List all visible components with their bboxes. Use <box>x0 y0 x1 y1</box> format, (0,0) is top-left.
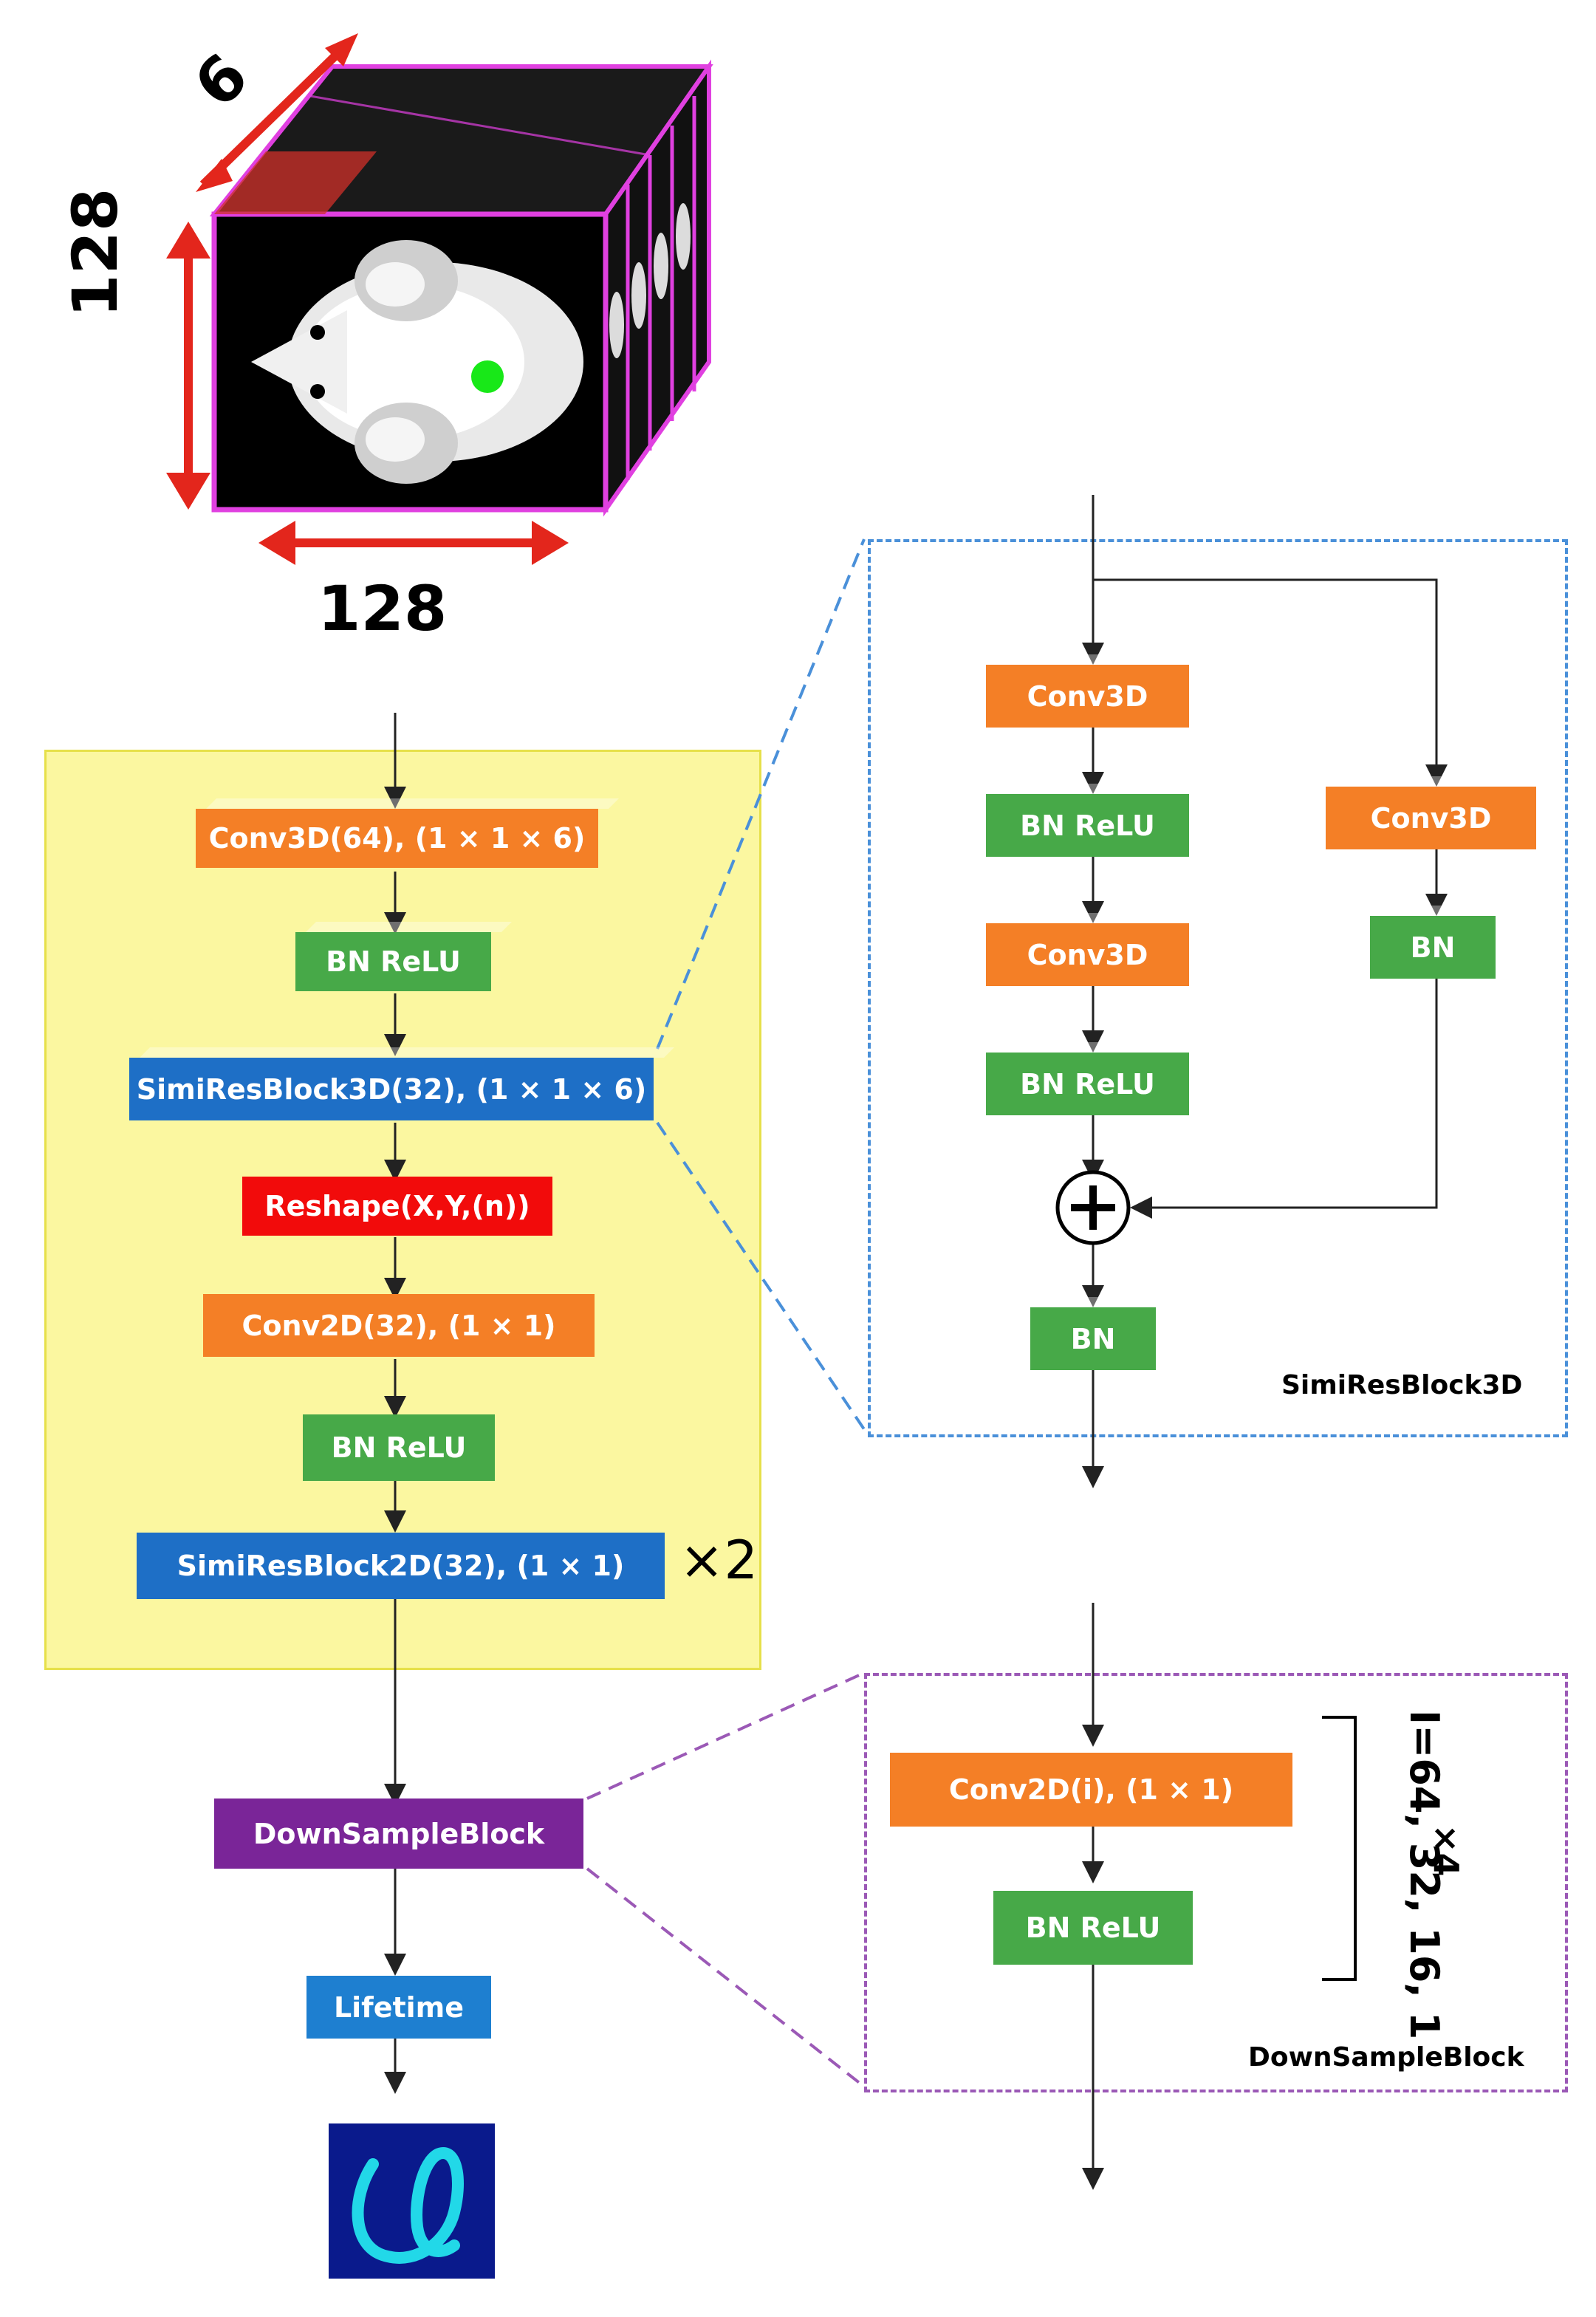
simiresblock3d-title: SimiResBlock3D <box>1281 1370 1523 1400</box>
detail3d-bn-relu-2: BN ReLU <box>986 1053 1189 1115</box>
bn-relu-block-1: BN ReLU <box>295 932 491 991</box>
conv3d-64-block: Conv3D(64), (1 × 1 × 6) <box>196 809 598 868</box>
downsample-i-values-label: I=64, 32, 16, 1 <box>1401 1710 1448 2040</box>
width-label: 128 <box>318 572 448 645</box>
bn-relu-block-2: BN ReLU <box>303 1414 495 1481</box>
downsample-bn-relu-block: BN ReLU <box>993 1891 1193 1965</box>
repeat-x2-label: ×2 <box>679 1529 758 1591</box>
simiresblock3d-detail-panel <box>868 539 1568 1437</box>
reshape-block: Reshape(X,Y,(n)) <box>242 1177 552 1236</box>
downsample-conv2d-block: Conv2D(i), (1 × 1) <box>890 1753 1292 1827</box>
detail3d-bn-relu-1: BN ReLU <box>986 794 1189 857</box>
detail3d-shortcut-bn: BN <box>1370 916 1496 979</box>
detail3d-output-bn: BN <box>1030 1307 1156 1370</box>
simiresblock3d-block: SimiResBlock3D(32), (1 × 1 × 6) <box>129 1058 654 1120</box>
lifetime-map-image <box>329 2123 495 2279</box>
conv2d-32-block: Conv2D(32), (1 × 1) <box>203 1294 595 1357</box>
mouse-image-stack <box>166 33 713 565</box>
downsample-title: DownSampleBlock <box>1248 2042 1524 2073</box>
detail3d-conv3d-2: Conv3D <box>986 923 1189 986</box>
downsample-block: DownSampleBlock <box>214 1799 583 1869</box>
repeat-bracket <box>1322 1716 1357 1981</box>
simiresblock2d-block: SimiResBlock2D(32), (1 × 1) <box>137 1533 665 1599</box>
downsample-detail-panel <box>864 1673 1568 2092</box>
input-cube <box>66 15 746 680</box>
lifetime-block: Lifetime <box>306 1976 491 2039</box>
detail3d-conv3d-1: Conv3D <box>986 665 1189 728</box>
detail3d-shortcut-conv3d: Conv3D <box>1326 787 1536 849</box>
